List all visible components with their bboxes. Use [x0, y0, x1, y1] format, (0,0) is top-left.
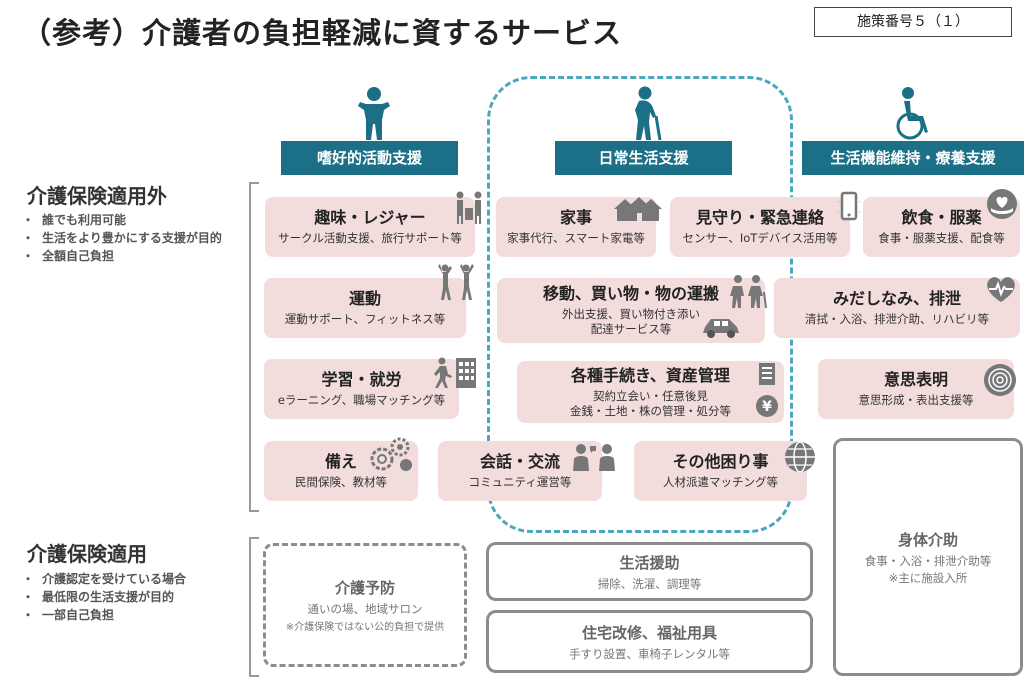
card-subtitle: 外出支援、買い物付き添い — [562, 307, 700, 321]
elderly-with-cane-icon — [623, 86, 667, 142]
card-care-prevention: 介護予防 通いの場、地域サロン ※介護保険ではない公的負担で提供 — [263, 543, 467, 667]
bullet-item: 一部自己負担 — [22, 606, 186, 624]
card-physical-assistance: 身体介助 食事・入浴・排泄介助等 ※主に施設入所 — [833, 438, 1023, 676]
card-title: 各種手続き、資産管理 — [571, 365, 730, 385]
card-learning-work: 学習・就労 eラーニング、職場マッチング等 — [264, 359, 459, 419]
category-function-care-support: 生活機能維持・療養支援 — [802, 141, 1024, 175]
card-title: 学習・就労 — [321, 370, 402, 389]
bullet-item: 全額自己負担 — [22, 247, 222, 265]
yen-coin-icon: ¥ — [755, 394, 779, 418]
exercise-people-icon — [436, 262, 476, 302]
card-title: 趣味・レジャー — [314, 208, 426, 227]
card-title: 運動 — [348, 289, 381, 308]
card-subtitle: 配達サービス等 — [590, 322, 672, 336]
card-title: 飲食・服薬 — [901, 208, 982, 227]
caring-hands-icon — [986, 188, 1018, 220]
card-title: その他困り事 — [672, 452, 769, 471]
card-subtitle: eラーニング、職場マッチング等 — [277, 393, 446, 407]
document-icon — [758, 362, 776, 386]
houses-icon — [614, 197, 664, 221]
card-subtitle: 手すり設置、車椅子レンタル等 — [569, 646, 730, 661]
card-title: 備え — [324, 452, 357, 471]
card-subtitle: 食事・服薬支援、配食等 — [878, 231, 1005, 245]
gears-icon — [368, 435, 414, 475]
card-subtitle: 民間保険、教材等 — [295, 475, 387, 489]
card-title: 家事 — [559, 208, 592, 227]
bullet-item: 介護認定を受けている場合 — [22, 570, 186, 588]
section-inside-insurance-bullets: 介護認定を受けている場合 最低限の生活支援が目的 一部自己負担 — [22, 570, 186, 624]
wheelchair-icon — [890, 86, 934, 142]
car-icon — [701, 315, 741, 339]
card-watch-emergency: 見守り・緊急連絡 センサー、IoTデバイス活用等 — [670, 197, 850, 257]
section-outside-insurance-title: 介護保険適用外 — [27, 184, 167, 208]
conversation-people-icon — [572, 443, 616, 471]
card-subtitle: 契約立会い・任意後見 — [593, 388, 708, 403]
section-inside-insurance-title: 介護保険適用 — [27, 542, 147, 566]
card-will-expression: 意思表明 意思形成・表出支援等 — [818, 359, 1014, 419]
card-livelihood-assistance: 生活援助 掃除、洗濯、調理等 — [486, 542, 813, 601]
card-housing-welfare-equipment: 住宅改修、福祉用具 手すり設置、車椅子レンタル等 — [486, 610, 813, 673]
section-bracket-inside — [249, 537, 259, 677]
card-subtitle: サークル活動支援、旅行サポート等 — [278, 231, 462, 245]
bullet-item: 最低限の生活支援が目的 — [22, 588, 186, 606]
card-subtitle: 人材派遣マッチング等 — [663, 475, 778, 489]
heartbeat-icon — [985, 275, 1017, 303]
card-grooming-excretion: みだしなみ、排泄 清拭・入浴、排泄介助、リハビリ等 — [774, 278, 1020, 338]
card-note: ※介護保険ではない公的負担で提供 — [285, 622, 445, 633]
card-subtitle: 食事・入浴・排泄介助等 — [864, 553, 992, 568]
bullet-item: 生活をより豊かにする支援が目的 — [22, 229, 222, 247]
card-title: 意思表明 — [883, 370, 948, 389]
card-hobby-leisure: 趣味・レジャー サークル活動支援、旅行サポート等 — [265, 197, 475, 257]
card-title: 見守り・緊急連絡 — [695, 208, 824, 227]
bullet-item: 誰でも利用可能 — [22, 211, 222, 229]
card-note: ※主に施設入所 — [888, 570, 968, 585]
policy-number-badge: 施策番号５（１） — [814, 7, 1012, 37]
commute-office-icon — [432, 356, 478, 388]
card-title: 介護予防 — [334, 579, 395, 597]
card-title: 住宅改修、福祉用具 — [581, 623, 717, 642]
section-outside-insurance-bullets: 誰でも利用可能 生活をより豊かにする支援が目的 全額自己負担 — [22, 211, 222, 265]
card-title: みだしなみ、排泄 — [832, 289, 961, 308]
card-subtitle: 家事代行、スマート家電等 — [507, 231, 645, 245]
page-title: （参考）介護者の負担軽減に資するサービス — [22, 16, 623, 50]
elderly-couple-icon — [728, 274, 768, 308]
card-subtitle: センサー、IoTデバイス活用等 — [682, 231, 838, 245]
card-title: 身体介助 — [897, 530, 958, 549]
fingerprint-icon — [983, 363, 1017, 397]
card-title: 移動、買い物・物の運搬 — [542, 284, 719, 303]
category-daily-life-support: 日常生活支援 — [555, 141, 732, 175]
card-subtitle: 清拭・入浴、排泄介助、リハビリ等 — [805, 312, 989, 326]
card-subtitle: 意思形成・表出支援等 — [858, 393, 974, 407]
card-subtitle: 通いの場、地域サロン — [307, 602, 423, 616]
category-hobby-support: 嗜好的活動支援 — [281, 141, 458, 175]
card-other-troubles: その他困り事 人材派遣マッチング等 — [634, 441, 807, 501]
svg-text:¥: ¥ — [762, 399, 772, 415]
card-exercise: 運動 運動サポート、フィットネス等 — [264, 278, 466, 338]
globe-icon — [783, 440, 817, 474]
card-title: 会話・交流 — [479, 452, 560, 471]
card-subtitle: 運動サポート、フィットネス等 — [284, 312, 446, 326]
card-procedures-assets: 各種手続き、資産管理 契約立会い・任意後見 金銭・土地・株の管理・処分等 — [517, 361, 784, 423]
section-bracket-outside — [249, 182, 259, 512]
card-conversation-exchange: 会話・交流 コミュニティ運営等 — [438, 441, 602, 501]
person-standing-icon — [352, 86, 396, 142]
card-subtitle: 金銭・土地・株の管理・処分等 — [570, 403, 731, 418]
smartphone-icon — [838, 191, 860, 225]
card-title: 生活援助 — [619, 553, 680, 572]
travel-people-icon — [452, 190, 488, 224]
card-subtitle: コミュニティ運営等 — [468, 475, 572, 489]
card-subtitle: 掃除、洗濯、調理等 — [597, 576, 702, 591]
